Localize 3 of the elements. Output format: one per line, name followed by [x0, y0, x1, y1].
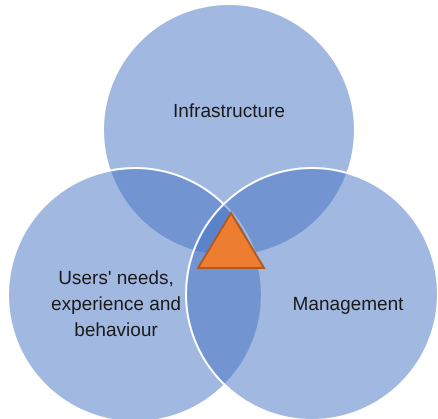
circle-label: Users' needs, experience and behaviour — [50, 267, 182, 343]
circle-label: Management — [292, 293, 404, 317]
circle-label: Infrastructure — [172, 100, 286, 124]
